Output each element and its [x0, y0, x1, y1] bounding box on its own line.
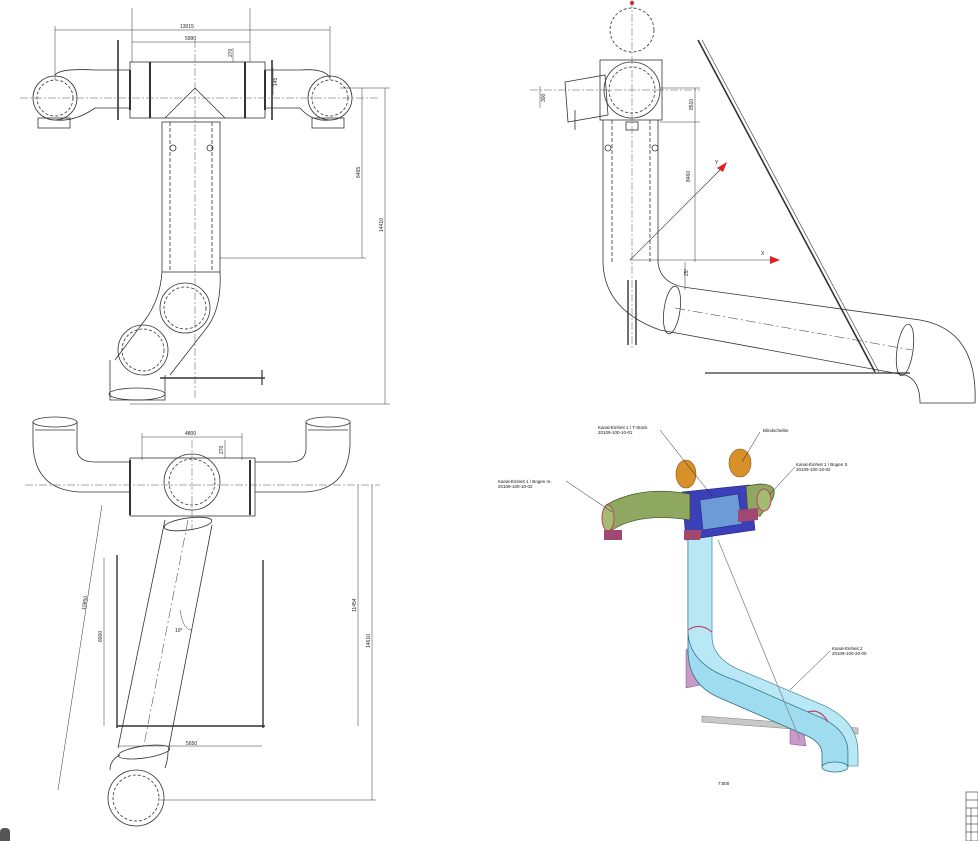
- top-view-dims: 4800 270 10850 8000 10° 5650 11454 14610: [81, 431, 372, 747]
- axis-x-label: X: [761, 251, 765, 257]
- front-view: [20, 8, 390, 405]
- axis-x-arrow: [770, 256, 780, 264]
- iso-label-bend-right-title: Kanal-Einheit 1 / Bogen re.: [498, 479, 552, 484]
- side-vertical-pipe: [602, 120, 691, 345]
- iso-labels: Kanal-Einheit 1 / T-Stück 20109-100-10-0…: [498, 425, 867, 786]
- dim-top-flange: 270: [219, 445, 225, 454]
- dim-front-flange: 270: [228, 48, 234, 57]
- dim-top-diag: 10850: [81, 595, 89, 610]
- dim-top-bottom-w: 5650: [186, 741, 197, 747]
- dim-top-height-a: 11454: [352, 598, 358, 612]
- side-view-axes: X Y: [629, 160, 780, 264]
- side-top-blind-circle: [609, 7, 655, 53]
- iso-diagonal-strut: [717, 539, 801, 741]
- top-view: [25, 416, 380, 827]
- front-vertical-pipe: [161, 121, 221, 273]
- iso-label-bend-s-code: 20109-100-10-02: [796, 467, 831, 472]
- dim-top-inner-h: 8000: [98, 631, 104, 642]
- top-inclined-pipe: [107, 516, 213, 827]
- dim-front-center-width: 5990: [185, 36, 196, 42]
- iso-label-bend-right-code: 20109-100-10-02: [498, 484, 533, 489]
- front-left-elbow: [32, 69, 130, 129]
- iso-scale-label: 7:500: [718, 781, 730, 786]
- top-tee: [129, 453, 256, 517]
- top-support-frame: [116, 555, 265, 728]
- dim-side-angle: 25°: [684, 268, 690, 276]
- dim-side-height-b: 8460: [686, 171, 692, 182]
- axis-y-line: [629, 167, 723, 261]
- dim-front-height-right: 6465: [356, 167, 362, 178]
- iso-blind-plate-right: [728, 448, 752, 478]
- side-diagonal-strut: [697, 39, 876, 373]
- dim-side-height-a: 8510: [689, 99, 695, 110]
- front-tee: [129, 61, 266, 119]
- top-left-elbow: [32, 416, 130, 493]
- top-right-elbow: [255, 416, 351, 493]
- dim-side-top-offset: 300: [541, 93, 547, 102]
- dim-top-height-b: 14610: [366, 634, 372, 648]
- iso-label-bend-s-title: Kanal-Einheit 1 / Bogen S: [796, 462, 848, 467]
- dim-top-angle: 10°: [175, 628, 183, 634]
- side-tee-section: [564, 59, 663, 131]
- front-lower-bend: [108, 271, 265, 401]
- title-block-edge: [965, 791, 978, 841]
- axis-y-label: Y: [715, 160, 719, 166]
- side-view-dims: 300 8510 8460 25°: [541, 93, 695, 276]
- iso-label-tee-code: 20109-100-10-01: [598, 430, 633, 435]
- iso-blind-plate-left: [675, 459, 697, 489]
- iso-label-tee-title: Kanal-Einheit 1 / T-Stück: [598, 425, 648, 430]
- iso-bend-left: [603, 490, 691, 531]
- dim-front-overall-width: 13015: [180, 24, 194, 30]
- front-view-dims: 13015 5990 270 145 6465 14410: [180, 24, 385, 232]
- dim-front-height-total: 14410: [379, 218, 385, 232]
- dim-top-center-width: 4800: [185, 431, 196, 437]
- side-view: [530, 0, 976, 404]
- side-inclined-pipe: [659, 285, 976, 404]
- iso-label-unit2-title: Kanal-Einheit 2: [832, 646, 863, 651]
- corner-tab: [0, 828, 10, 841]
- iso-label-unit2-code: 20109-100-20-00: [832, 651, 867, 656]
- axis-y-arrow: [717, 162, 727, 172]
- iso-view: [565, 429, 859, 773]
- iso-label-blind-title: Blindscheibe: [763, 428, 789, 433]
- dim-front-side-small: 145: [273, 77, 279, 86]
